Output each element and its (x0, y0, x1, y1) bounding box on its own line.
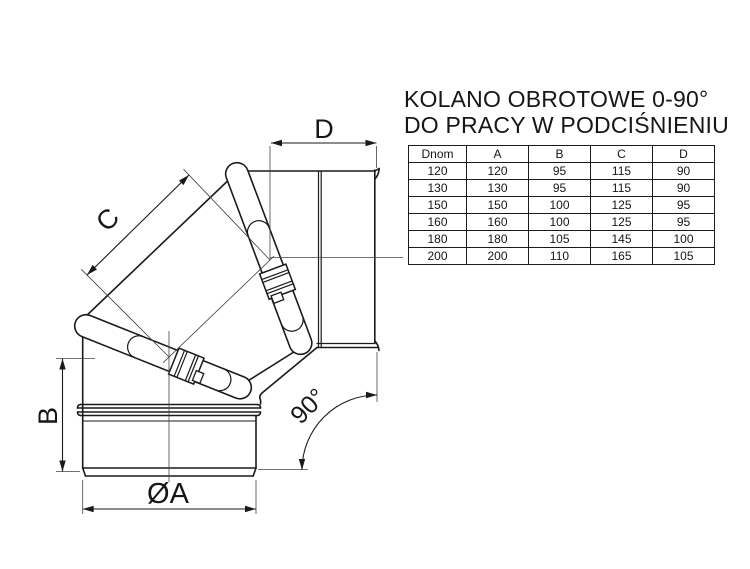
cell-c: 125 (590, 196, 653, 214)
cell-dnom: 120 (408, 162, 467, 180)
cell-d: 95 (652, 196, 715, 214)
lower-clamp-band (73, 313, 253, 400)
cell-dnom: 180 (408, 230, 467, 248)
table-row: 120 120 95 115 90 (408, 162, 715, 180)
cell-b: 110 (528, 247, 591, 265)
cell-dnom: 130 (408, 179, 467, 197)
cell-a: 130 (466, 179, 529, 197)
col-header-dnom: Dnom (408, 145, 467, 163)
dim-label-b: B (33, 407, 63, 425)
cell-c: 125 (590, 213, 653, 231)
table-row: 180 180 105 145 100 (408, 230, 715, 248)
cell-b: 100 (528, 213, 591, 231)
dimension-lines (61, 142, 378, 510)
cell-c: 115 (590, 162, 653, 180)
cell-b: 100 (528, 196, 591, 214)
product-title-line2: DO PRACY W PODCIŚNIENIU (404, 112, 729, 138)
cell-dnom: 150 (408, 196, 467, 214)
construction-lines (56, 146, 403, 514)
upper-clamp-latch (258, 263, 297, 305)
cell-dnom: 200 (408, 247, 467, 265)
cell-d: 95 (652, 213, 715, 231)
cell-c: 115 (590, 179, 653, 197)
col-header-d: D (652, 145, 715, 163)
cell-c: 145 (590, 230, 653, 248)
table-header-row: Dnom A B C D (408, 145, 715, 163)
product-title: KOLANO OBROTOWE 0-90° DO PRACY W PODCIŚN… (404, 86, 729, 138)
dim-label-angle: 90° (285, 383, 332, 430)
cell-b: 105 (528, 230, 591, 248)
lower-clamp-latch (167, 347, 206, 386)
dimensions-table: Dnom A B C D 120 120 95 115 90 130 130 9… (408, 145, 715, 265)
elbow-body (76, 167, 380, 477)
cell-dnom: 160 (408, 213, 467, 231)
table-row: 150 150 100 125 95 (408, 196, 715, 214)
cell-a: 120 (466, 162, 529, 180)
dimension-arrows (59, 139, 377, 513)
dim-label-diameter-a: ØA (147, 478, 190, 510)
cell-d: 105 (652, 247, 715, 265)
dim-label-c: C (90, 202, 125, 237)
col-header-c: C (590, 145, 653, 163)
cell-c: 165 (590, 247, 653, 265)
dim-label-d: D (314, 114, 334, 144)
col-header-b: B (528, 145, 591, 163)
table-row: 160 160 100 125 95 (408, 213, 715, 231)
cell-d: 100 (652, 230, 715, 248)
table-row: 130 130 95 115 90 (408, 179, 715, 197)
cell-b: 95 (528, 162, 591, 180)
cell-a: 200 (466, 247, 529, 265)
cell-a: 180 (466, 230, 529, 248)
table-row: 200 200 110 165 105 (408, 247, 715, 265)
cell-d: 90 (652, 162, 715, 180)
cell-a: 160 (466, 213, 529, 231)
col-header-a: A (466, 145, 529, 163)
product-title-line1: KOLANO OBROTOWE 0-90° (404, 86, 709, 112)
cell-d: 90 (652, 179, 715, 197)
cell-b: 95 (528, 179, 591, 197)
cell-a: 150 (466, 196, 529, 214)
